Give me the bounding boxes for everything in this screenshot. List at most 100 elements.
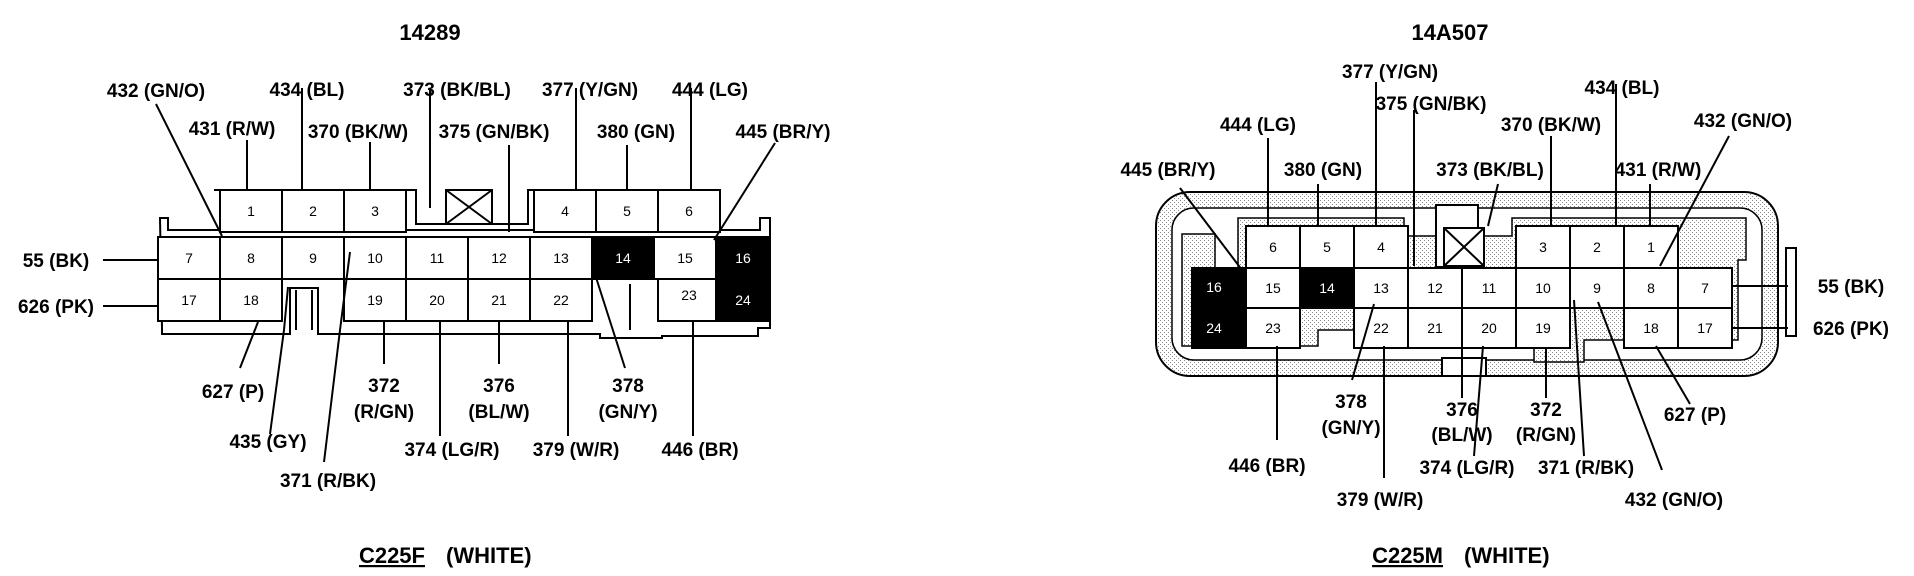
wire-label-445: 445 (BR/Y) <box>735 122 830 143</box>
wire-label-372: 372 <box>368 376 400 397</box>
wire-label-434: 434 (BL) <box>270 80 345 101</box>
pin-11: 11 <box>430 250 445 266</box>
wire-label-370: 370 (BK/W) <box>308 122 408 143</box>
right-connector-id: C225M <box>1372 543 1443 568</box>
right-caption: C225M (WHITE) <box>1372 543 1549 568</box>
wire-label-375: 375 (GN/BK) <box>1376 94 1487 115</box>
pin-23: 23 <box>681 287 697 303</box>
wire-label-376: 376 <box>483 376 515 397</box>
right-leader-lines <box>1179 82 1788 478</box>
pin-20: 20 <box>429 292 445 308</box>
wire-label-446: 446 (BR) <box>661 440 738 461</box>
pin-23: 23 <box>1265 320 1281 336</box>
pin-14: 14 <box>1319 280 1335 296</box>
pin-5: 5 <box>623 203 631 219</box>
wire-label-380: 380 (GN) <box>597 122 675 143</box>
wire-label-435: 435 (GY) <box>229 432 306 453</box>
wire-label-431: 431 (R/W) <box>189 119 276 140</box>
pin-16: 16 <box>735 250 751 266</box>
left-connector: 14289 <box>18 20 831 568</box>
wire-label-373: 373 (BK/BL) <box>403 80 511 101</box>
pin-17: 17 <box>181 292 197 308</box>
pin-1: 1 <box>247 203 255 219</box>
right-connector: 14A507 <box>1120 20 1889 568</box>
pin-14: 14 <box>615 250 631 266</box>
pin-13: 13 <box>553 250 569 266</box>
pin-12: 12 <box>491 250 507 266</box>
wire-label-371: 371 (R/BK) <box>1538 458 1634 479</box>
wire-label-380: 380 (GN) <box>1284 160 1362 181</box>
wire-label-379: 379 (W/R) <box>533 440 620 461</box>
right-connector-color: (WHITE) <box>1464 543 1550 568</box>
wire-label-627: 627 (P) <box>1664 405 1726 426</box>
wire-label-444: 444 (LG) <box>672 80 748 101</box>
wire-label-375: 375 (GN/BK) <box>439 122 550 143</box>
wire-label-376: 376 <box>1446 400 1478 421</box>
wire-label-434: 434 (BL) <box>1585 78 1660 99</box>
pin-21: 21 <box>1427 320 1443 336</box>
pin-2: 2 <box>1593 239 1601 255</box>
wire-label-626: 626 (PK) <box>18 297 94 318</box>
pin-21: 21 <box>491 292 507 308</box>
wire-label-55: 55 (BK) <box>23 251 90 272</box>
wire-label-378: 378 <box>1335 392 1367 413</box>
wire-label-432-top: 432 (GN/O) <box>1694 111 1792 132</box>
wire-label-432-bottom: 432 (GN/O) <box>1625 490 1723 511</box>
wire-label-371: 371 (R/BK) <box>280 471 376 492</box>
wire-label-626: 626 (PK) <box>1813 319 1889 340</box>
wire-label-377: 377 (Y/GN) <box>1342 62 1438 83</box>
pin-7: 7 <box>1701 280 1709 296</box>
pin-3: 3 <box>371 203 379 219</box>
wire-label-379: 379 (W/R) <box>1337 490 1424 511</box>
wire-label-377: 377 (Y/GN) <box>542 80 638 101</box>
wire-label-378-color: (GN/Y) <box>1321 418 1380 439</box>
wire-label-376-color: (BL/W) <box>468 402 529 423</box>
pin-6: 6 <box>1269 239 1277 255</box>
pin-22: 22 <box>1373 320 1389 336</box>
left-caption: C225F (WHITE) <box>359 543 532 568</box>
wire-label-372-color: (R/GN) <box>354 402 414 423</box>
wire-label-374: 374 (LG/R) <box>404 440 499 461</box>
pin-11: 11 <box>1482 280 1497 296</box>
pin-6: 6 <box>685 203 693 219</box>
pin-13: 13 <box>1373 280 1389 296</box>
pin-9: 9 <box>309 250 317 266</box>
pin-22: 22 <box>553 292 569 308</box>
wire-label-376-color: (BL/W) <box>1431 425 1492 446</box>
pin-24: 24 <box>735 292 751 308</box>
pin-19: 19 <box>367 292 383 308</box>
pin-4: 4 <box>1377 239 1385 255</box>
wire-label-373: 373 (BK/BL) <box>1436 160 1544 181</box>
pin-8: 8 <box>1647 280 1655 296</box>
wire-label-444: 444 (LG) <box>1220 115 1296 136</box>
pin-9: 9 <box>1593 280 1601 296</box>
wire-label-431: 431 (R/W) <box>1615 160 1702 181</box>
right-part-number: 14A507 <box>1411 20 1488 45</box>
wire-label-445: 445 (BR/Y) <box>1120 160 1215 181</box>
right-pin-numbers: 6 5 4 3 2 1 16 15 14 13 12 11 10 9 8 7 2… <box>1206 239 1713 336</box>
pin-15: 15 <box>677 250 693 266</box>
wire-label-432: 432 (GN/O) <box>107 81 205 102</box>
right-wire-labels: 377 (Y/GN) 375 (GN/BK) 434 (BL) 444 (LG)… <box>1120 62 1889 511</box>
pin-4: 4 <box>561 203 569 219</box>
pin-10: 10 <box>1535 280 1551 296</box>
pin-10: 10 <box>367 250 383 266</box>
pin-15: 15 <box>1265 280 1281 296</box>
wire-label-374: 374 (LG/R) <box>1419 458 1514 479</box>
left-part-number: 14289 <box>399 20 460 45</box>
pin-17: 17 <box>1697 320 1713 336</box>
pin-24: 24 <box>1206 320 1222 336</box>
pin-1: 1 <box>1647 239 1655 255</box>
left-connector-id: C225F <box>359 543 425 568</box>
wire-label-378: 378 <box>612 376 644 397</box>
wire-label-627: 627 (P) <box>202 382 264 403</box>
left-cavities <box>157 189 771 322</box>
wire-label-55: 55 (BK) <box>1818 277 1885 298</box>
pin-12: 12 <box>1427 280 1443 296</box>
left-pin-numbers: 1 2 3 4 5 6 7 8 9 10 11 12 13 14 15 16 1… <box>181 203 751 308</box>
pin-7: 7 <box>185 250 193 266</box>
wire-label-372-color: (R/GN) <box>1516 425 1576 446</box>
wire-label-378-color: (GN/Y) <box>598 402 657 423</box>
right-cavities <box>1191 225 1733 349</box>
